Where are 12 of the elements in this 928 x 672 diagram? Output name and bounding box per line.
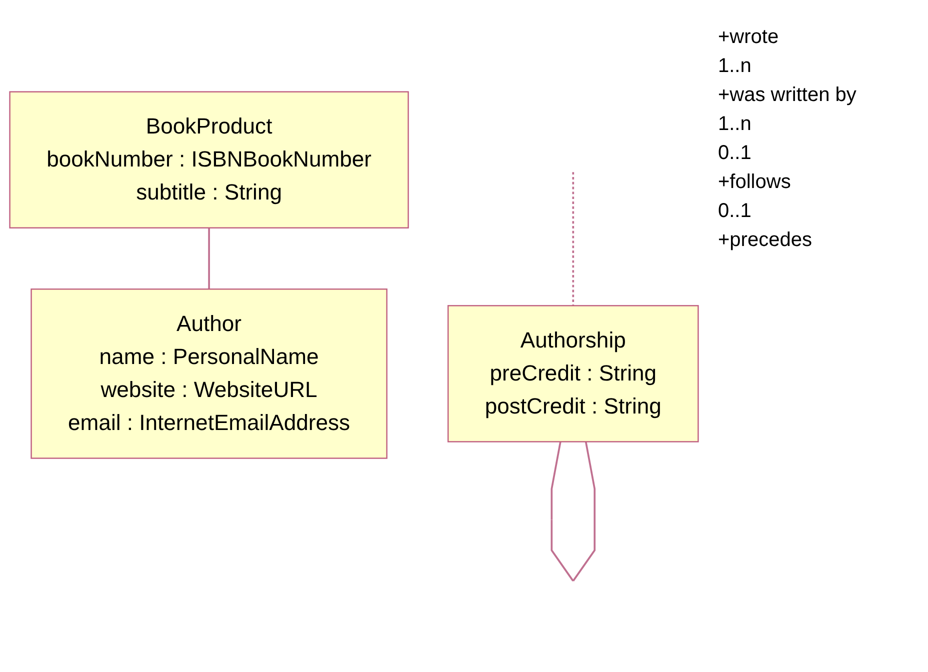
multiplicity-label: 0..1 [718,142,752,165]
association-line [208,227,210,289]
multiplicity-label: 1..n [718,55,752,78]
node-box: Authorship preCredit : String postCredit : String [447,304,699,442]
multiplicity-label: +follows [718,171,792,194]
node-box: Author name : PersonalName website : WebsiteURL email : InternetEmailAddress [30,288,388,458]
multiplicity-label: +was written by [718,84,858,107]
multiplicity-label: +wrote [718,26,780,49]
multiplicity-label: 1..n [718,113,752,136]
multiplicity-label: +precedes [718,229,813,252]
node-box: BookProduct bookNumber : ISBNBookNumber subtitle : String [9,90,409,228]
multiplicity-label: 0..1 [718,200,752,223]
